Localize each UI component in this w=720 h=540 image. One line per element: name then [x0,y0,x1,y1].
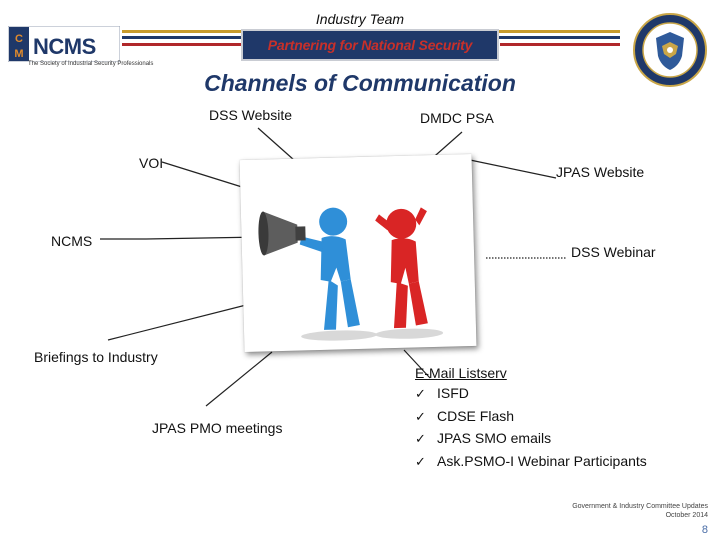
checkmark-icon: ✓ [415,387,426,402]
red-figure [375,207,428,329]
label-jpas-website: JPAS Website [556,164,645,180]
tagline-text: Partnering for National Security [267,37,473,53]
list-item: ✓ CDSE Flash [415,406,647,429]
logo-letter-c: C [15,33,23,45]
list-item-text: JPAS SMO emails [437,430,552,446]
list-item: ✓ Ask.PSMO-I Webinar Participants [415,451,647,474]
listserv-header: E-Mail Listserv [415,365,507,381]
label-dmdc-psa: DMDC PSA [420,110,494,126]
label-briefings-to-industry: Briefings to Industry [34,349,158,365]
list-item: ✓ JPAS SMO emails [415,428,647,451]
list-item-text: Ask.PSMO-I Webinar Participants [437,452,647,469]
tagline-banner: Partnering for National Security [241,29,499,61]
checkmark-icon: ✓ [415,409,426,425]
header-rule-red-right [500,43,620,46]
label-ncms: NCMS [51,233,93,249]
list-item: ✓ ISFD [415,383,647,406]
logo-text: NCMS [33,34,96,59]
page-number: 8 [701,524,708,536]
blue-figure [299,207,360,330]
team-title: Industry Team [315,11,405,27]
label-jpas-pmo-meetings: JPAS PMO meetings [152,420,283,436]
footer-line-1: Government & Industry Committee Updates [572,503,708,510]
label-dss-website: DSS Website [209,107,292,123]
footer-line-2: October 2014 [665,512,708,519]
checkmark-icon: ✓ [415,432,426,447]
logo-subtitle: The Society of Industrial Security Profe… [28,61,154,67]
megaphone-icon [258,211,306,256]
communication-figures-photo [239,153,477,353]
list-item-text: CDSE Flash [437,407,515,424]
label-voi: VOI [139,155,164,171]
header-rule-red-left [122,43,242,46]
ncms-logo: C M NCMS [8,26,120,62]
email-listserv: E-Mail Listserv ✓ ISFD ✓ CDSE Flash ✓ JPAS … [415,363,647,473]
logo-letter-m: M [14,48,23,60]
page-title: Channels of Communication [204,70,516,96]
figures-illustration [258,207,444,341]
list-item-text: ISFD [437,385,469,401]
checkmark-icon: ✓ [415,454,426,470]
listserv-list: ✓ ISFD ✓ CDSE Flash ✓ JPAS SMO emails ✓ Ask.… [415,383,647,473]
dss-seal-icon [633,13,707,87]
footer-note: Government & Industry Committee Updates … [572,502,708,520]
label-dss-webinar: DSS Webinar [571,244,656,260]
